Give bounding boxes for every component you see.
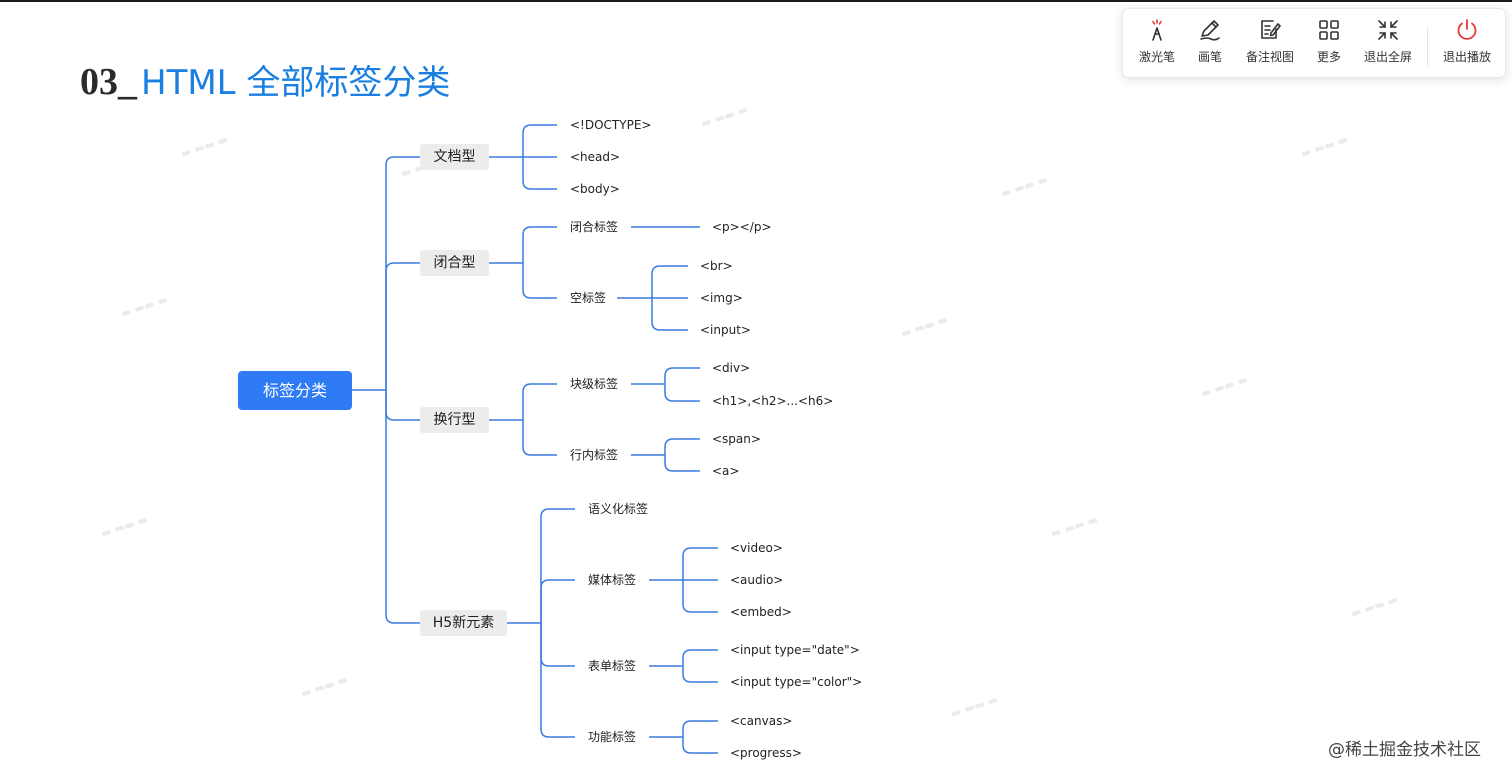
- mindmap-leaf[interactable]: <video>: [730, 541, 783, 555]
- mindmap-leaf[interactable]: <span>: [712, 432, 761, 446]
- exit-play-button[interactable]: 退出播放: [1436, 17, 1498, 73]
- pen-label: 画笔: [1197, 50, 1222, 64]
- laser-pointer-icon: [1152, 19, 1162, 41]
- toolbar-divider: [1427, 27, 1428, 67]
- mindmap-leaf[interactable]: <!DOCTYPE>: [570, 118, 652, 132]
- pen-icon: [1200, 20, 1220, 41]
- exit-fullscreen-button[interactable]: 退出全屏: [1357, 17, 1419, 73]
- exit-fullscreen-icon: [1378, 20, 1398, 40]
- exit-fullscreen-label: 退出全屏: [1363, 50, 1412, 64]
- mindmap-node-block-tag[interactable]: 块级标签: [570, 377, 619, 391]
- mindmap-node-closing-type[interactable]: 闭合型: [420, 250, 489, 276]
- mindmap-node-inline-tag[interactable]: 行内标签: [570, 448, 619, 462]
- site-watermark: @稀土掘金技术社区: [1328, 740, 1481, 760]
- exit-play-label: 退出播放: [1442, 50, 1491, 64]
- grid-icon: [1319, 20, 1339, 40]
- mindmap-node-form-tag[interactable]: 表单标签: [588, 659, 637, 673]
- mindmap-root-node[interactable]: 标签分类: [238, 371, 352, 410]
- pen-button[interactable]: 画笔: [1179, 17, 1241, 73]
- more-label: 更多: [1316, 50, 1341, 64]
- mindmap-leaf[interactable]: <br>: [700, 259, 733, 273]
- mindmap-node-media-tag[interactable]: 媒体标签: [588, 573, 637, 587]
- power-icon: [1457, 19, 1477, 40]
- mindmap-leaf[interactable]: <p></p>: [712, 220, 772, 234]
- mindmap-leaf[interactable]: <input type="date">: [730, 643, 860, 657]
- mindmap-node-function-tag[interactable]: 功能标签: [588, 730, 637, 744]
- notes-view-button[interactable]: 备注视图: [1239, 17, 1301, 73]
- mindmap-leaf[interactable]: <head>: [570, 150, 621, 164]
- mindmap-leaf[interactable]: <progress>: [730, 746, 802, 760]
- mindmap-leaf[interactable]: <embed>: [730, 605, 792, 619]
- mindmap-leaf[interactable]: <audio>: [730, 573, 784, 587]
- mindmap-leaf[interactable]: <div>: [712, 361, 751, 375]
- notes-view-icon: [1261, 20, 1281, 39]
- laser-pointer-label: 激光笔: [1138, 50, 1175, 64]
- mindmap-node-semantic-tag[interactable]: 语义化标签: [588, 502, 649, 516]
- slide-title-text: HTML 全部标签分类: [141, 63, 451, 103]
- mindmap-leaf[interactable]: <input>: [700, 323, 751, 337]
- mindmap-node-line-type[interactable]: 换行型: [420, 407, 489, 433]
- slide-title: 03_HTML 全部标签分类: [80, 55, 450, 105]
- more-button[interactable]: 更多: [1298, 17, 1360, 73]
- mindmap-node-document-type[interactable]: 文档型: [420, 144, 489, 170]
- window-top-border: [0, 0, 1512, 2]
- mindmap-leaf[interactable]: <body>: [570, 182, 620, 196]
- mindmap-leaf[interactable]: <h1>,<h2>...<h6>: [712, 394, 834, 408]
- presentation-toolbar: 激光笔 画笔 备注视图: [1122, 8, 1506, 78]
- slide-title-number: 03_: [80, 61, 137, 103]
- mindmap-leaf[interactable]: <canvas>: [730, 714, 793, 728]
- mindmap-leaf[interactable]: <img>: [700, 291, 743, 305]
- laser-pointer-button[interactable]: 激光笔: [1126, 17, 1188, 73]
- mindmap-leaf[interactable]: <a>: [712, 464, 740, 478]
- mindmap-node-empty-tag[interactable]: 空标签: [570, 291, 607, 305]
- mindmap-node-h5-elements[interactable]: H5新元素: [420, 610, 507, 636]
- mindmap-node-closing-tag[interactable]: 闭合标签: [570, 220, 619, 234]
- notes-view-label: 备注视图: [1245, 50, 1294, 64]
- mindmap-leaf[interactable]: <input type="color">: [730, 675, 863, 689]
